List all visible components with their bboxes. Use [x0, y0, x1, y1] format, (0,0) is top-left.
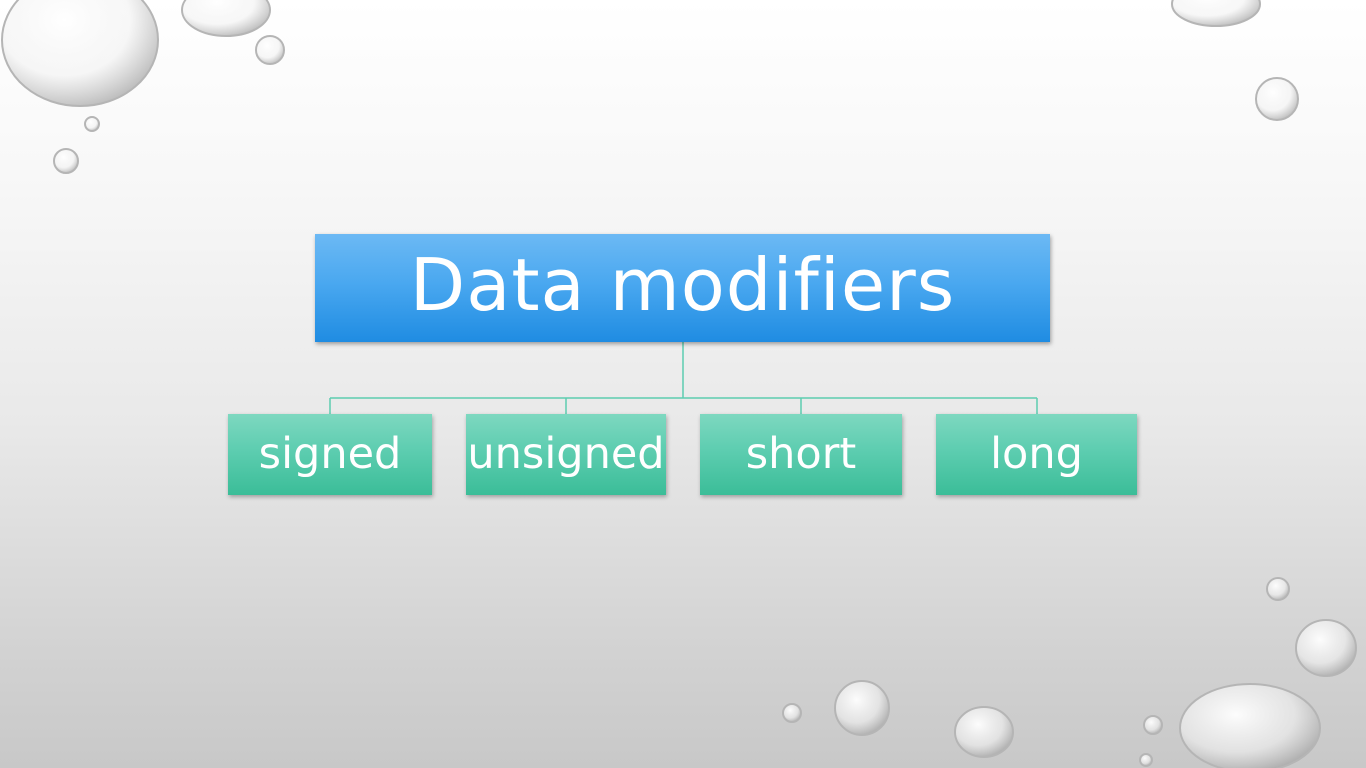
- child-node-label: unsigned: [467, 428, 665, 479]
- child-node-signed: signed: [228, 414, 432, 495]
- child-node-label: short: [745, 428, 857, 479]
- child-node-short: short: [700, 414, 902, 495]
- child-node-label: long: [990, 428, 1083, 479]
- child-node-unsigned: unsigned: [466, 414, 666, 495]
- root-node-data-modifiers: Data modifiers: [315, 234, 1050, 342]
- root-node-label: Data modifiers: [409, 243, 956, 327]
- child-node-label: signed: [258, 428, 402, 479]
- child-node-long: long: [936, 414, 1137, 495]
